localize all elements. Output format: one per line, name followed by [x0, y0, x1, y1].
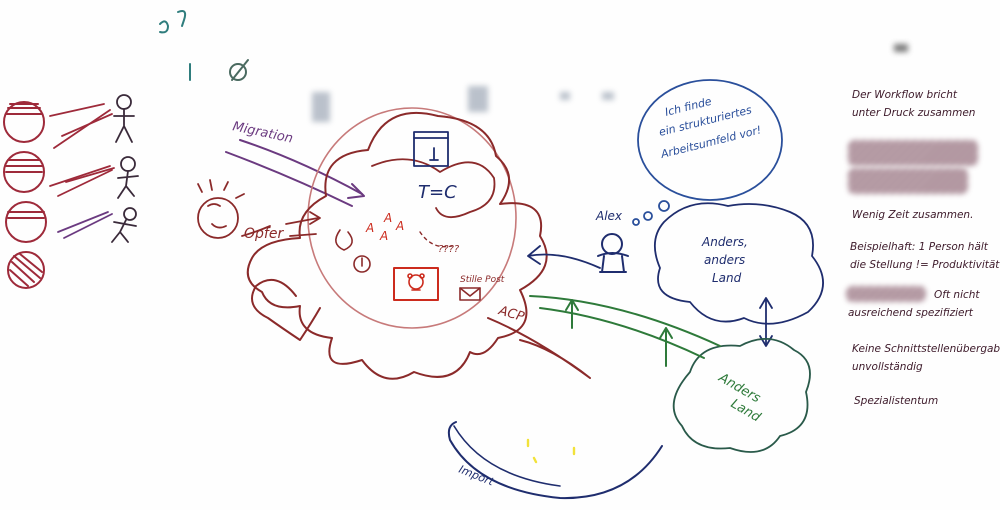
note-oft-nicht-1: Oft nicht: [934, 289, 980, 301]
cloud-anders-land: [654, 202, 824, 325]
small-a-label-4: A: [395, 219, 404, 233]
opfer-label: Opfer: [244, 226, 284, 242]
note-oft-nicht-2: ausreichend spezifiziert: [848, 307, 973, 319]
tc-label: T=C: [418, 182, 457, 203]
migration-label: Migration: [231, 119, 294, 146]
migration-arrows: [225, 139, 365, 207]
note-schnittstelle-1: Keine Schnittstellenübergabe, oder: [852, 343, 1000, 355]
cloud-text-2: anders: [704, 253, 745, 267]
stille-post-label: Stille Post: [460, 275, 505, 285]
note-workflow-2: unter Druck zusammen: [852, 107, 976, 119]
redacted-block: [848, 140, 978, 166]
small-a-label-3: A: [379, 229, 388, 243]
cloud-text-1: Anders,: [701, 235, 748, 249]
note-beispielhaft-2: die Stellung != Produktivität: [850, 259, 1000, 271]
dotted-path: [419, 231, 453, 248]
alex-figure: [597, 233, 629, 273]
thought-bubble: [637, 79, 783, 201]
red-box: [393, 267, 439, 301]
stick-figures: [111, 94, 139, 243]
alex-arrow: [527, 245, 601, 269]
eraser-smudge: [560, 92, 570, 100]
face-icon: [407, 273, 425, 291]
small-a-label-2: A: [383, 211, 392, 225]
outer-circle: [307, 107, 517, 329]
envelope-icon: [459, 287, 481, 301]
eraser-smudge: [894, 44, 908, 52]
note-workflow-1: Der Workflow bricht: [852, 89, 957, 101]
victim-face: [197, 179, 321, 239]
note-beispielhaft-1: Beispielhaft: 1 Person hält: [850, 241, 988, 253]
cloud-anders-land-green: [672, 338, 811, 453]
acp-shape: [487, 317, 591, 379]
yellow-marks: [526, 438, 576, 464]
heart-shape: [251, 278, 321, 341]
eraser-smudge: [312, 92, 330, 122]
note-wenig-zeit: Wenig Zeit zusammen.: [852, 209, 974, 221]
framed-picture-icon: [413, 131, 449, 167]
teal-doodle: [159, 10, 249, 81]
import-label: Import: [457, 463, 496, 489]
sight-lines: [49, 103, 115, 197]
eraser-smudge: [602, 92, 614, 100]
eraser-smudge: [468, 86, 488, 112]
pin-icons: [335, 229, 371, 273]
sight-lines-purple: [57, 211, 113, 239]
maroon-blob: [246, 111, 548, 380]
inner-loop: [371, 158, 496, 218]
green-arrows: [529, 295, 721, 367]
note-spezialistentum: Spezialistentum: [854, 395, 939, 407]
redacted-block: [848, 168, 968, 194]
thought-dots: [632, 200, 670, 226]
striped-circles: [3, 101, 47, 289]
import-curve-inner: [453, 425, 561, 487]
acp-label: ACP: [496, 303, 526, 325]
redacted-block: [846, 286, 926, 302]
question-marks-label: ????: [438, 244, 460, 255]
cloud-text-3: Land: [712, 271, 742, 285]
note-schnittstelle-2: unvollständig: [852, 361, 923, 373]
small-a-label-1: A: [365, 221, 374, 235]
alex-label: Alex: [595, 209, 623, 223]
import-curve: [447, 421, 663, 500]
